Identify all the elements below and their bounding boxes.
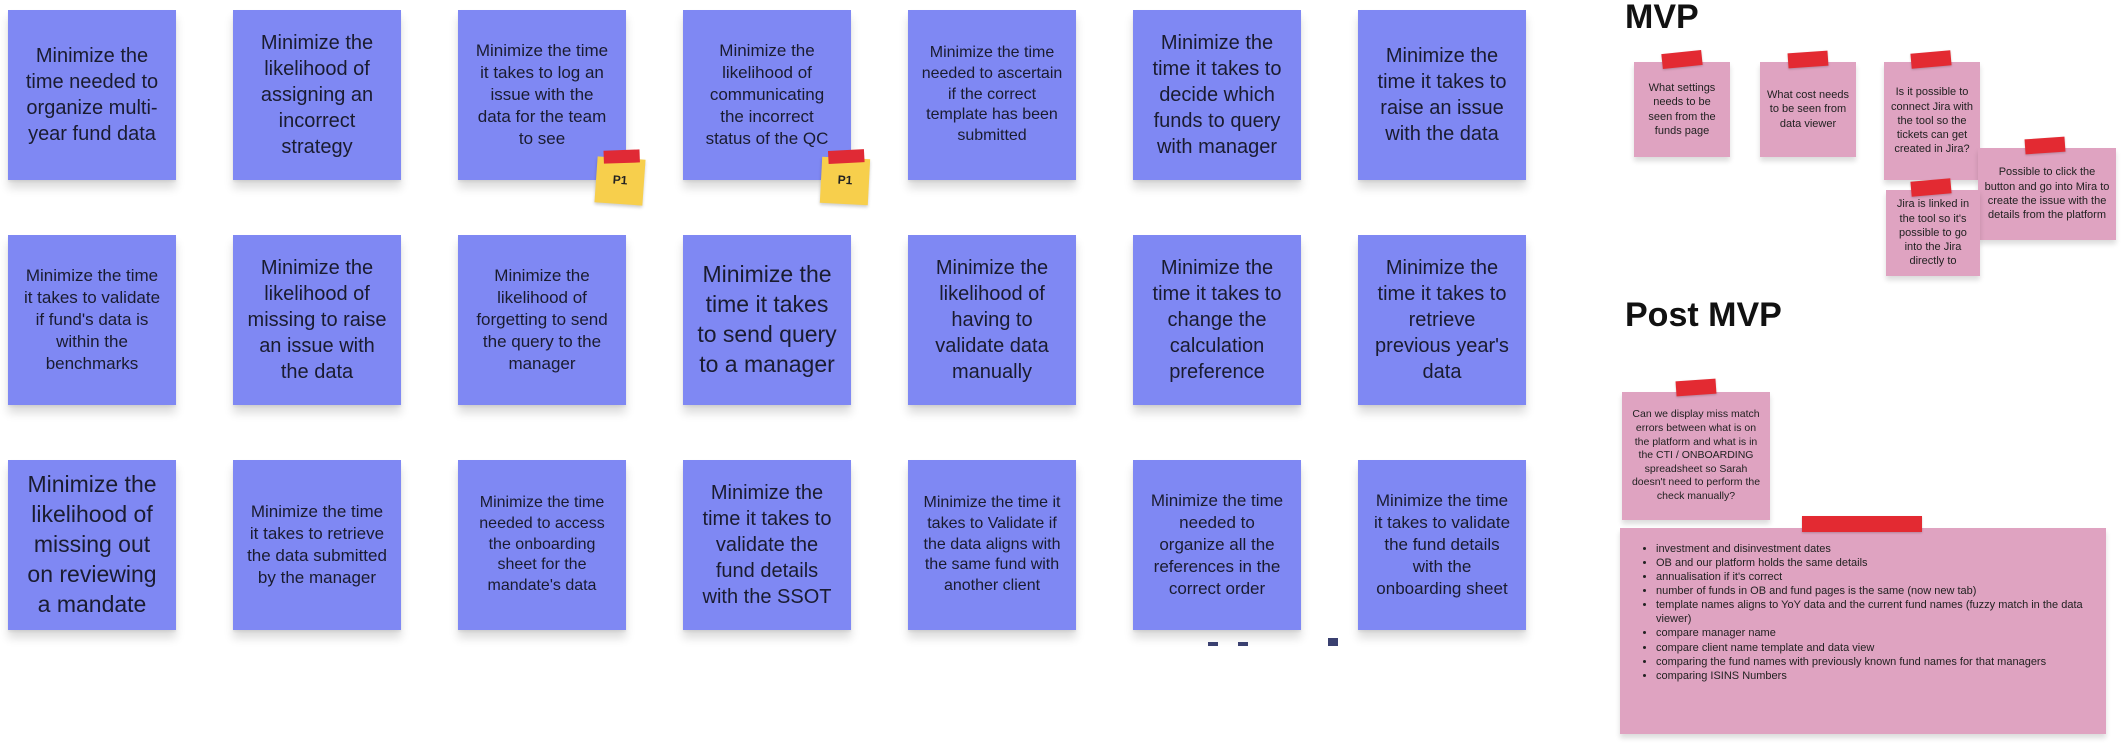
sticky-note[interactable]: Minimize the time it takes to retrieve t… — [233, 460, 401, 630]
list-item: comparing the fund names with previously… — [1656, 655, 2094, 669]
sticky-note-text: Minimize the time needed to organize all… — [1150, 490, 1284, 599]
sticky-note[interactable]: Minimize the time it takes to validate i… — [8, 235, 176, 405]
sticky-note[interactable]: Minimize the time needed to organize all… — [1133, 460, 1301, 630]
p1-priority-label: P1 — [837, 172, 853, 188]
sticky-note-text: Minimize the time it takes to decide whi… — [1152, 32, 1282, 158]
sticky-note-text: Minimize the likelihood of communicating… — [705, 40, 829, 149]
stray-mark — [1328, 638, 1338, 646]
sticky-note-text: Can we display miss match errors between… — [1631, 408, 1761, 503]
sticky-note-text: Jira is linked in the tool so it's possi… — [1896, 198, 1970, 268]
sticky-note-text: Minimize the time needed to access the o… — [479, 494, 605, 595]
sticky-note-text: Minimize the time it takes to raise an i… — [1377, 45, 1507, 145]
sticky-note-text: Minimize the time it takes to validate t… — [1373, 490, 1511, 599]
sticky-note-text: Minimize the time needed to ascertain if… — [921, 44, 1063, 145]
sticky-note-text: Minimize the time it takes to send query… — [697, 261, 837, 377]
sticky-note[interactable]: Minimize the likelihood of missing to ra… — [233, 235, 401, 405]
sticky-note[interactable]: Minimize the time it takes to Validate i… — [908, 460, 1076, 630]
sticky-note[interactable]: Minimize the likelihood of having to val… — [908, 235, 1076, 405]
sticky-note-text: What cost needs to be seen from data vie… — [1767, 89, 1849, 130]
list-item: number of funds in OB and fund pages is … — [1656, 584, 2094, 598]
mvp-section-title: MVP — [1625, 0, 1699, 36]
sticky-note-text: Minimize the time it takes to retrieve t… — [247, 501, 387, 588]
sticky-note-text: Minimize the time it takes to change the… — [1152, 257, 1282, 383]
sticky-note[interactable]: Minimize the time it takes to validate t… — [683, 460, 851, 630]
sticky-note[interactable]: Minimize the time it takes to change the… — [1133, 235, 1301, 405]
sticky-note-text: Minimize the time it takes to validate t… — [702, 482, 832, 608]
list-item: annualisation if it's correct — [1656, 570, 2094, 584]
sticky-note-text: Minimize the likelihood of having to val… — [935, 257, 1049, 383]
tape — [1675, 378, 1717, 397]
sticky-note-text: Minimize the time it takes to Validate i… — [923, 494, 1061, 595]
sticky-note[interactable]: Minimize the time it takes to raise an i… — [1358, 10, 1526, 180]
sticky-note-text: Minimize the time it takes to log an iss… — [475, 40, 609, 149]
list-item: OB and our platform holds the same detai… — [1656, 556, 2094, 570]
post-mvp-section-title: Post MVP — [1625, 296, 1782, 334]
sticky-note[interactable]: Minimize the time needed to access the o… — [458, 460, 626, 630]
sticky-note-text: Minimize the time it takes to retrieve p… — [1375, 257, 1509, 383]
sticky-note-text: Minimize the likelihood of assigning an … — [260, 32, 374, 158]
sticky-note[interactable]: Minimize the likelihood of forgetting to… — [458, 235, 626, 405]
list-item: template names aligns to YoY data and th… — [1656, 598, 2094, 626]
mvp-sticky-note[interactable]: What settings needs to be seen from the … — [1634, 62, 1730, 157]
p1-priority-tag[interactable]: P1 — [594, 156, 646, 206]
tape — [1802, 516, 1922, 532]
sticky-note-text: Minimize the time it takes to validate i… — [23, 265, 161, 374]
tape — [1787, 50, 1829, 69]
sticky-note[interactable]: Minimize the time it takes to validate t… — [1358, 460, 1526, 630]
sticky-note-text: Possible to click the button and go into… — [1984, 166, 2110, 222]
sticky-note-text: Minimize the likelihood of missing to ra… — [247, 257, 387, 383]
sticky-note[interactable]: Minimize the time it takes to send query… — [683, 235, 851, 405]
sticky-note-text: Minimize the likelihood of forgetting to… — [476, 265, 608, 374]
sticky-note[interactable]: Minimize the time needed to organize mul… — [8, 10, 176, 180]
sticky-note[interactable]: Minimize the time it takes to retrieve p… — [1358, 235, 1526, 405]
mvp-sticky-note[interactable]: What cost needs to be seen from data vie… — [1760, 62, 1856, 157]
mvp-sticky-note[interactable]: Is it possible to connect Jira with the … — [1884, 62, 1980, 180]
sticky-note[interactable]: Minimize the likelihood of assigning an … — [233, 10, 401, 180]
sticky-note-text: Minimize the time needed to organize mul… — [25, 45, 159, 145]
mvp-sticky-note[interactable]: Jira is linked in the tool so it's possi… — [1886, 190, 1980, 276]
sticky-note-grid: Minimize the time needed to organize mul… — [8, 10, 1526, 630]
p1-priority-tag[interactable]: P1 — [819, 156, 871, 206]
list-item: compare manager name — [1656, 626, 2094, 640]
sticky-note[interactable]: Minimize the likelihood of missing out o… — [8, 460, 176, 630]
p1-priority-label: P1 — [612, 172, 628, 188]
post-mvp-checklist-note[interactable]: investment and disinvestment dates OB an… — [1620, 528, 2106, 734]
sticky-note-text: What settings needs to be seen from the … — [1648, 81, 1716, 137]
tape — [2024, 136, 2066, 155]
sticky-note[interactable]: Minimize the time needed to ascertain if… — [908, 10, 1076, 180]
stray-mark — [1238, 642, 1248, 646]
sticky-note[interactable]: Minimize the time it takes to decide whi… — [1133, 10, 1301, 180]
list-item: investment and disinvestment dates — [1656, 542, 2094, 556]
list-item: comparing ISINS Numbers — [1656, 669, 2094, 683]
post-mvp-sticky-note[interactable]: Can we display miss match errors between… — [1622, 392, 1770, 520]
sticky-note-text: Minimize the likelihood of missing out o… — [27, 471, 157, 617]
sticky-note[interactable]: Minimize the time it takes to log an iss… — [458, 10, 646, 206]
checklist: investment and disinvestment dates OB an… — [1642, 542, 2094, 683]
sticky-note-text: Is it possible to connect Jira with the … — [1891, 86, 1973, 156]
stray-mark — [1208, 642, 1218, 646]
mvp-sticky-note[interactable]: Possible to click the button and go into… — [1978, 148, 2116, 240]
sticky-note[interactable]: Minimize the likelihood of communicating… — [683, 10, 871, 206]
list-item: compare client name template and data vi… — [1656, 641, 2094, 655]
